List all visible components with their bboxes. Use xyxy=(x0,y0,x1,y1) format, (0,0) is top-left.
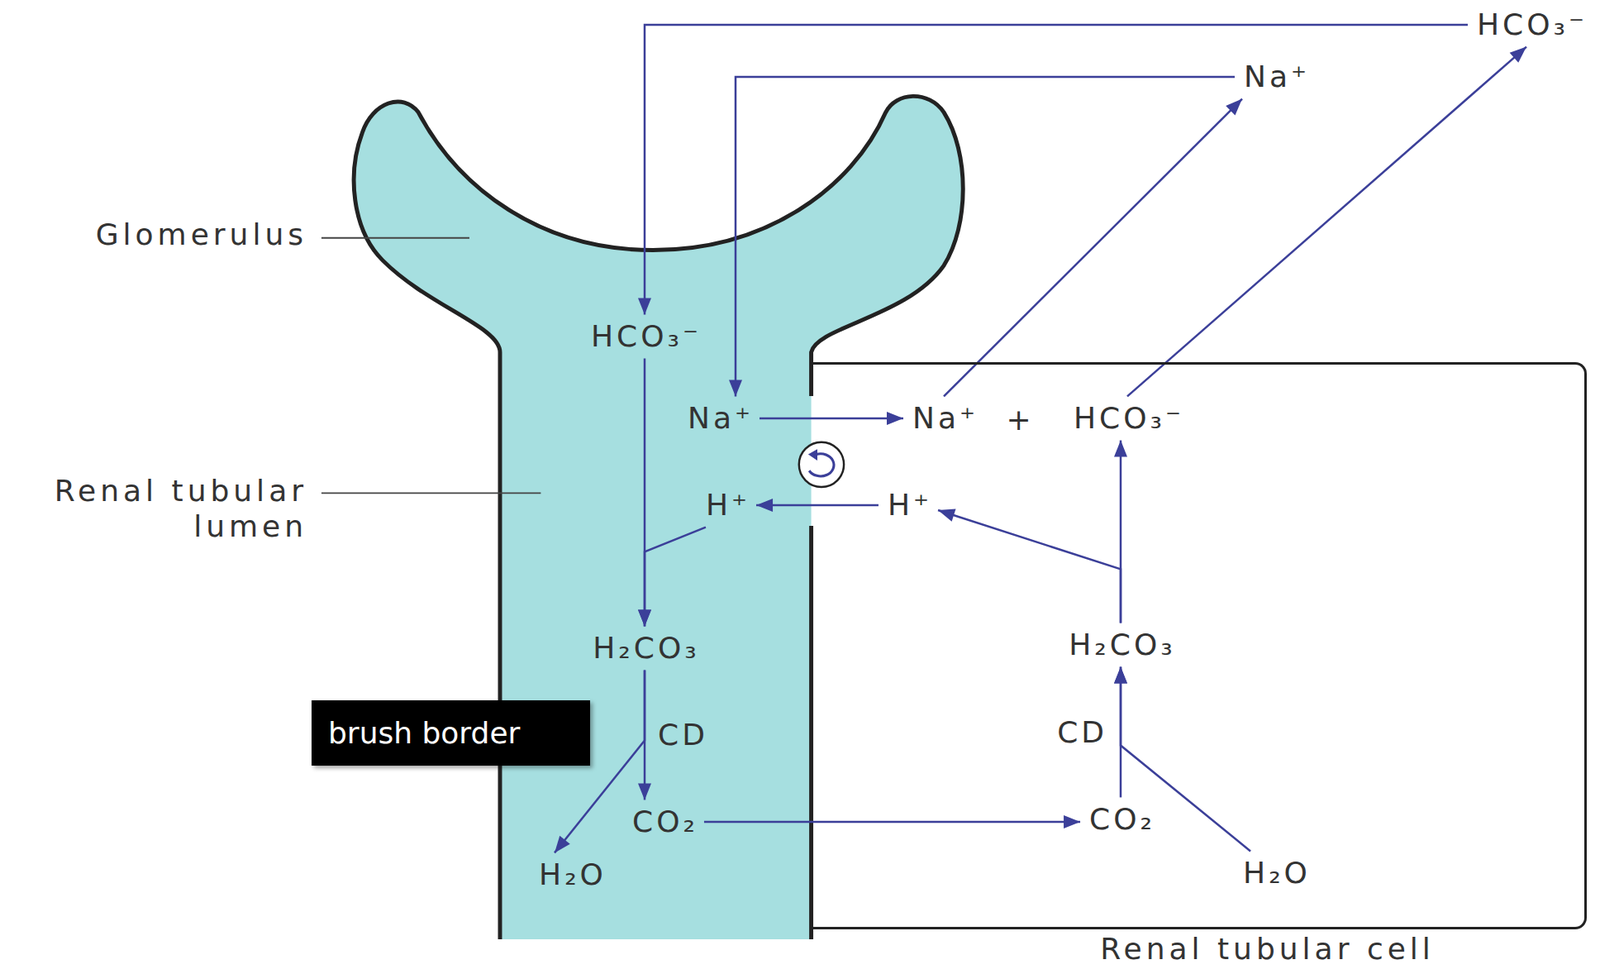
chemical-species: H₂CO₃ xyxy=(1063,626,1177,662)
chemical-species: CO₂ xyxy=(1084,800,1158,837)
species-label: Na⁺ xyxy=(907,400,981,436)
label-box: Glomerulus xyxy=(95,216,308,253)
arrowhead xyxy=(1114,666,1128,684)
species-label: HCO₃⁻ xyxy=(1068,400,1186,436)
edge-label-box: CD xyxy=(657,716,709,753)
chemical-species: H⁺ xyxy=(882,486,934,523)
arrowhead xyxy=(938,509,956,522)
plus-sign: + xyxy=(1005,401,1035,438)
connector-line xyxy=(704,820,1081,824)
arrowhead xyxy=(1114,440,1128,458)
arrowhead xyxy=(554,835,571,853)
species-label: H₂CO₃ xyxy=(587,629,701,666)
arrowhead xyxy=(1509,47,1527,63)
connector-line xyxy=(644,527,706,627)
species-label: H₂O xyxy=(1238,854,1313,891)
species-label: H₂O xyxy=(533,856,609,892)
arrow-connector xyxy=(943,99,1243,397)
label-box: Renal tubular lumen xyxy=(18,472,308,544)
arrowhead xyxy=(638,782,652,800)
chemical-species: HCO₃⁻ xyxy=(1471,6,1590,43)
label-box: + xyxy=(1005,401,1035,438)
species-label: H⁺ xyxy=(700,486,753,523)
antiporter-arrowhead xyxy=(808,448,818,461)
callout-box: brush border xyxy=(311,700,591,766)
arrow-connector xyxy=(938,509,1121,624)
connector-line xyxy=(756,504,879,507)
species-label: H₂CO₃ xyxy=(1063,626,1177,662)
chemical-species: Na⁺ xyxy=(682,400,756,436)
arrow-connector xyxy=(638,24,1468,315)
connector-line xyxy=(644,24,1468,315)
species-label: CO₂ xyxy=(1084,800,1158,837)
lumen-wall xyxy=(353,95,963,939)
connector-line xyxy=(759,417,904,420)
arrowhead xyxy=(1114,666,1128,684)
cell-label: Renal tubular cell xyxy=(811,932,1585,966)
arrowhead xyxy=(638,609,652,626)
species-label: CO₂ xyxy=(627,803,700,839)
antiporter-symbol xyxy=(799,442,844,487)
chemical-species: H₂O xyxy=(533,856,609,892)
connector-line xyxy=(938,509,1121,623)
arrow-connector xyxy=(704,814,1081,829)
edge-label-box: CD xyxy=(1057,714,1108,750)
chemical-species: HCO₃⁻ xyxy=(1068,400,1186,436)
connector-line xyxy=(735,76,1235,396)
arrowhead xyxy=(1225,99,1243,116)
species-label: Na⁺ xyxy=(1238,58,1312,95)
arrow-connector xyxy=(1127,47,1527,397)
chemical-species: H⁺ xyxy=(700,486,753,523)
arrowhead xyxy=(638,297,652,315)
species-label: H⁺ xyxy=(882,486,934,523)
chemical-species: H₂O xyxy=(1238,854,1313,891)
arrow-connector xyxy=(756,498,879,512)
species-label: HCO₃⁻ xyxy=(1471,6,1590,43)
part-label: Renal tubular lumen xyxy=(18,472,308,544)
species-label: HCO₃⁻ xyxy=(585,318,704,354)
callout-text: brush border xyxy=(328,714,520,751)
arrow-connector xyxy=(638,527,706,627)
enzyme-label: CD xyxy=(657,716,709,753)
chemical-species: CO₂ xyxy=(627,803,700,839)
enzyme-label: CD xyxy=(1057,714,1108,750)
species-label: Na⁺ xyxy=(682,400,756,436)
connector-line xyxy=(1127,47,1527,397)
cell-box: Renal tubular cellNa⁺HCO₃⁻H⁺H₂CO₃CO₂H₂O xyxy=(811,361,1587,929)
chemical-species: Na⁺ xyxy=(1238,58,1312,95)
arrowhead xyxy=(728,379,743,396)
arrowhead xyxy=(756,498,773,512)
arrowhead xyxy=(886,411,904,425)
leader-line xyxy=(321,491,541,494)
leader-line xyxy=(321,237,470,239)
lumen-fill xyxy=(353,95,963,939)
arrowhead xyxy=(638,609,652,626)
arrow-connector xyxy=(759,411,904,425)
chemical-species: Na⁺ xyxy=(907,400,981,436)
arrow-connector xyxy=(728,76,1235,396)
connector-line xyxy=(943,99,1243,397)
chemical-species: H₂CO₃ xyxy=(587,629,701,666)
part-label: Glomerulus xyxy=(95,216,308,253)
chemical-species: HCO₃⁻ xyxy=(585,318,704,354)
antiporter-ring xyxy=(799,442,844,487)
arrowhead xyxy=(1063,814,1081,829)
